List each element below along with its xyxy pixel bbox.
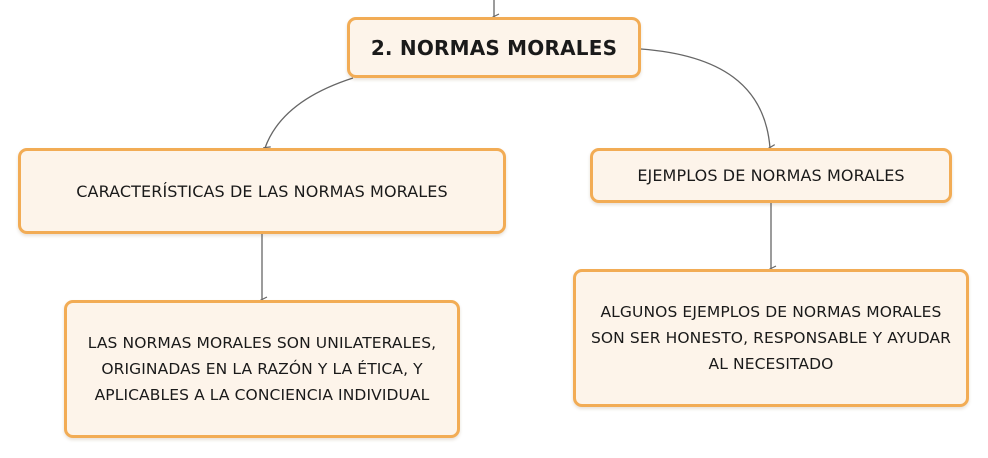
node-ejemplos-label: EJEMPLOS DE NORMAS MORALES: [637, 166, 905, 185]
node-caracteristicas-detail-text: LAS NORMAS MORALES SON UNILATERALES, ORI…: [87, 334, 437, 404]
node-ejemplos-detail-text: ALGUNOS EJEMPLOS DE NORMAS MORALES SON S…: [590, 303, 952, 373]
node-ejemplos-detail[interactable]: ALGUNOS EJEMPLOS DE NORMAS MORALES SON S…: [573, 269, 969, 407]
root-node-label: 2. NORMAS MORALES: [370, 35, 618, 60]
connector-root-to-caracteristicas: [265, 77, 354, 148]
connector-root-to-ejemplos: [640, 48, 770, 148]
root-node-normas-morales[interactable]: 2. NORMAS MORALES: [347, 17, 641, 78]
node-caracteristicas[interactable]: CARACTERÍSTICAS DE LAS NORMAS MORALES: [18, 148, 506, 234]
node-caracteristicas-detail[interactable]: LAS NORMAS MORALES SON UNILATERALES, ORI…: [64, 300, 460, 438]
node-caracteristicas-label: CARACTERÍSTICAS DE LAS NORMAS MORALES: [76, 181, 448, 201]
node-ejemplos[interactable]: EJEMPLOS DE NORMAS MORALES: [590, 148, 952, 203]
